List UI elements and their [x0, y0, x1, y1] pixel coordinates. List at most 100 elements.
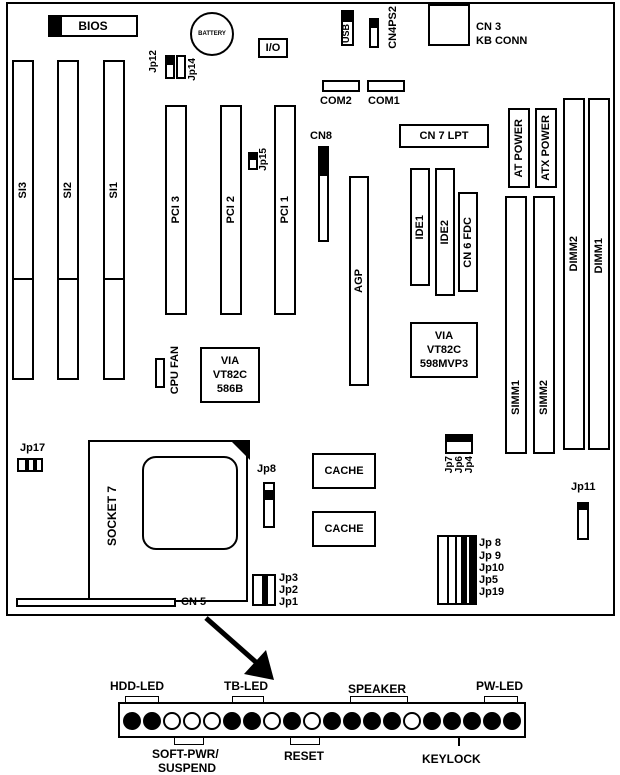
isa-slot-si1: SI1: [103, 60, 125, 380]
front-panel-pin: [383, 712, 401, 730]
simm1-label: SIMM1: [510, 380, 522, 415]
jp15-label: Jp15: [258, 148, 269, 171]
front-panel-pins: [120, 704, 524, 736]
front-panel-pin: [283, 712, 301, 730]
via586-line1: VIA: [220, 354, 240, 367]
jp4-label: Jp4: [464, 456, 475, 474]
simm-slot-1: SIMM1: [505, 196, 527, 454]
cn8-pin-block: [320, 148, 327, 176]
via598-line3: 598MVP3: [419, 357, 469, 370]
cpu-die: [142, 456, 238, 550]
jp17-jumper: [17, 458, 43, 472]
front-panel-header: [118, 702, 526, 738]
jp3-label: Jp3: [279, 572, 298, 584]
jp1-label: Jp1: [279, 596, 298, 608]
front-panel-pin: [363, 712, 381, 730]
jp8a-jumper: [263, 482, 275, 528]
usb-connector: USB: [341, 10, 354, 46]
bios-chip: BIOS: [48, 15, 138, 37]
via598-line2: VT82C: [426, 343, 462, 356]
keylock-label: KEYLOCK: [422, 752, 481, 766]
isa-slot-si2: SI2: [57, 60, 79, 380]
front-panel-pin: [483, 712, 501, 730]
com2-connector: [322, 80, 360, 92]
ide1-label: IDE1: [413, 214, 426, 240]
ide2-connector: IDE2: [435, 168, 455, 296]
suspend-label: SUSPEND: [158, 761, 217, 775]
jp5-label: Jp5: [479, 574, 498, 586]
cn6-fdc-label: CN 6 FDC: [461, 216, 474, 268]
jp8a-pin1: [265, 490, 273, 500]
jp15-pin1: [250, 154, 256, 160]
dimm1-label: DIMM1: [593, 238, 605, 274]
jp9-label: Jp 9: [479, 550, 502, 562]
front-panel-pin: [263, 712, 281, 730]
front-panel-pin: [503, 712, 521, 730]
keyboard-connector: [428, 4, 470, 46]
cn4ps2-connector: [369, 18, 379, 48]
ide1-connector: IDE1: [410, 168, 430, 286]
front-panel-pin: [463, 712, 481, 730]
jp11-jumper: [577, 502, 589, 540]
agp-slot: AGP: [349, 176, 369, 386]
cn7-lpt-label: CN 7 LPT: [419, 129, 469, 142]
front-panel-pin: [323, 712, 341, 730]
speaker-label: SPEAKER: [348, 682, 407, 696]
jp14-label: Jp14: [187, 58, 198, 81]
jp17-label: Jp17: [20, 442, 46, 454]
cpu-fan-label: CPU FAN: [169, 346, 181, 395]
jp764-pin-block: [447, 436, 471, 442]
pci-slot-1: PCI 1: [274, 105, 296, 315]
socket-corner-notch: [230, 440, 250, 460]
jp11-label: Jp11: [571, 481, 596, 493]
pci3-label: PCI 3: [169, 196, 182, 224]
jumper-block-dark-1: [461, 537, 467, 603]
lpt-connector: CN 7 LPT: [399, 124, 489, 148]
front-panel-pin: [303, 712, 321, 730]
pci-slot-2: PCI 2: [220, 105, 242, 315]
front-panel-pin: [423, 712, 441, 730]
bios-chip-notch: [50, 17, 62, 35]
cpu-fan-connector: [155, 358, 165, 388]
front-panel-pin: [143, 712, 161, 730]
jp19-label: Jp19: [479, 586, 505, 598]
si2-label: SI2: [62, 182, 74, 199]
si1-label: SI1: [108, 182, 120, 199]
soft-pwr-bracket: [174, 738, 204, 745]
pointer-arrow: [204, 616, 274, 680]
pci-slot-3: PCI 3: [165, 105, 187, 315]
cache-chip-1: CACHE: [312, 453, 376, 489]
cache2-label: CACHE: [324, 522, 364, 535]
usb-label: USB: [341, 24, 351, 44]
via586-line2: VT82C: [212, 368, 248, 381]
jumper-block-dark-2: [469, 537, 475, 603]
tb-led-bracket: [232, 696, 264, 703]
cn8-label: CN8: [310, 130, 333, 142]
via-586b-chip: VIA VT82C 586B: [200, 347, 260, 403]
usb-pin1: [343, 12, 352, 22]
pw-led-label: PW-LED: [476, 679, 524, 693]
si2-key: [59, 278, 77, 280]
keylock-tick: [458, 738, 460, 746]
si3-key: [14, 278, 32, 280]
atx-power-connector: ATX POWER: [535, 108, 557, 188]
front-panel-pin: [203, 712, 221, 730]
dimm-slot-1: DIMM1: [588, 98, 610, 450]
socket7-label: SOCKET 7: [105, 486, 119, 547]
front-panel-pin: [403, 712, 421, 730]
com1-connector: [367, 80, 405, 92]
battery-label: BATTERY: [198, 31, 226, 37]
bios-label: BIOS: [78, 19, 108, 33]
front-panel-pin: [123, 712, 141, 730]
jp11-pin1: [579, 504, 587, 510]
at-power-connector: AT POWER: [508, 108, 530, 188]
dimm2-label: DIMM2: [568, 236, 580, 272]
si1-key: [105, 278, 123, 280]
front-panel-pin: [223, 712, 241, 730]
agp-label: AGP: [352, 269, 365, 293]
jp12-jumper: [165, 55, 175, 79]
via586-line3: 586B: [216, 382, 244, 395]
front-panel-pin: [343, 712, 361, 730]
via-598mvp3-chip: VIA VT82C 598MVP3: [410, 322, 478, 378]
hdd-led-label: HDD-LED: [110, 679, 164, 693]
